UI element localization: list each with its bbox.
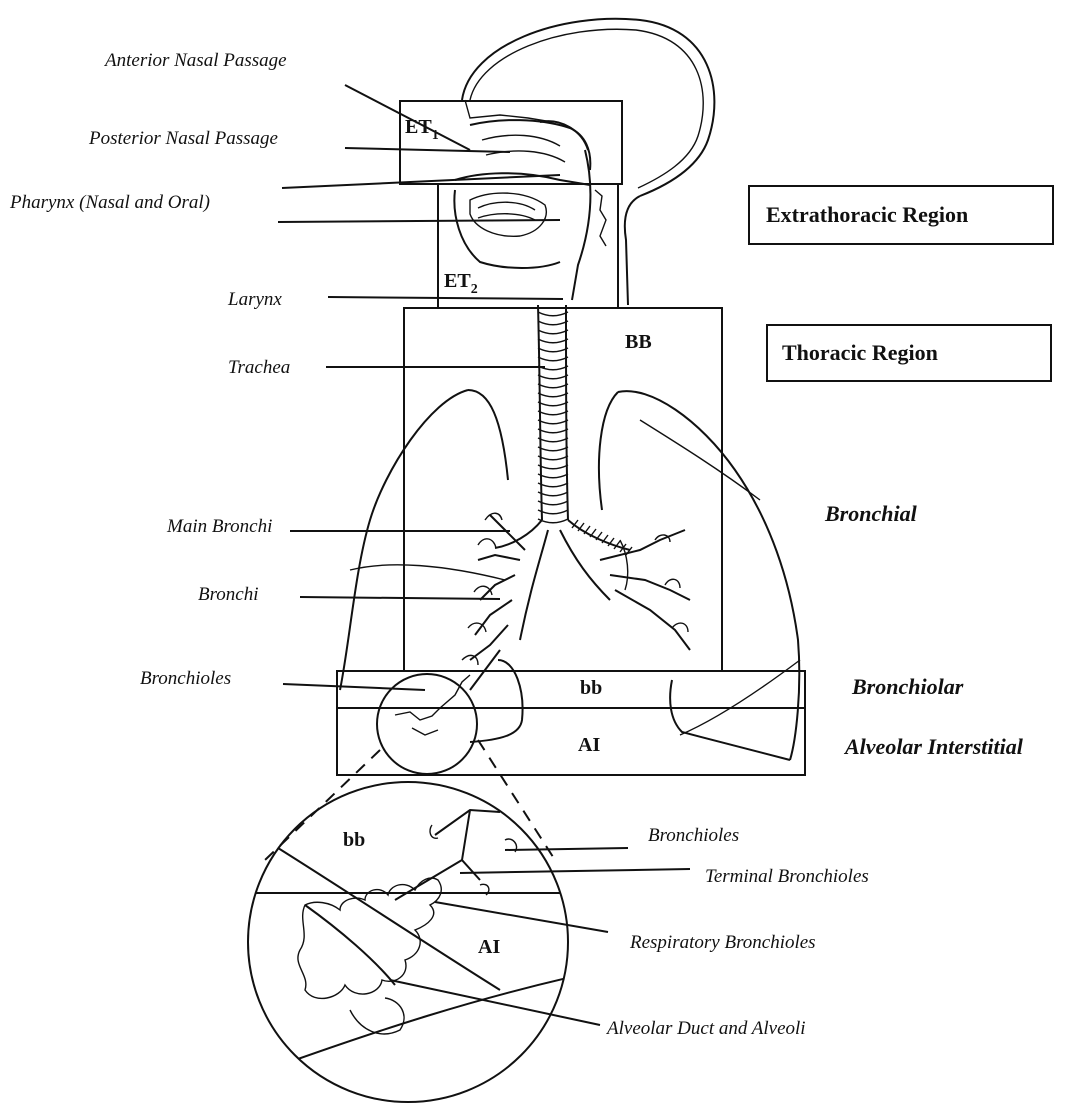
trachea-ring bbox=[538, 456, 568, 460]
label-trachea: Trachea bbox=[228, 357, 290, 378]
zone-bronchiolar: Bronchiolar bbox=[851, 674, 964, 699]
label-larynx: Larynx bbox=[227, 289, 282, 310]
inset-label-alveolar-duct: Alveolar Duct and Alveoli bbox=[605, 1018, 806, 1039]
label-bronchi: Bronchi bbox=[198, 584, 259, 605]
region-thoracic: Thoracic Region bbox=[782, 340, 938, 365]
lung-outlines bbox=[340, 390, 800, 760]
zone-alveolar-interstitial: Alveolar Interstitial bbox=[843, 734, 1024, 759]
trachea-ring bbox=[538, 465, 568, 469]
zone-bronchial: Bronchial bbox=[824, 501, 918, 526]
trachea-ring bbox=[538, 402, 568, 406]
zoom-line-right bbox=[478, 740, 555, 860]
inset-label-terminal-bronchioles: Terminal Bronchioles bbox=[705, 866, 869, 887]
inset-label-bronchioles: Bronchioles bbox=[648, 825, 739, 846]
trachea-rings bbox=[538, 312, 632, 555]
inset-circle bbox=[240, 782, 580, 1102]
ai-box bbox=[337, 708, 805, 775]
bronchial-tree bbox=[462, 513, 690, 690]
trachea-ring bbox=[538, 447, 568, 451]
code-ai: AI bbox=[578, 734, 600, 756]
trachea-ring bbox=[538, 312, 568, 316]
code-et1: ET1 bbox=[405, 116, 439, 143]
trachea-ring bbox=[538, 348, 568, 352]
label-pharynx: Pharynx (Nasal and Oral) bbox=[9, 192, 210, 213]
trachea-ring bbox=[538, 321, 568, 325]
trachea-ring bbox=[538, 429, 568, 433]
inset-code-ai: AI bbox=[478, 936, 500, 958]
trachea-ring bbox=[538, 384, 568, 388]
trachea-ring bbox=[538, 393, 568, 397]
zoom-indicator bbox=[265, 674, 555, 860]
trachea-ring bbox=[538, 438, 568, 442]
bb-box bbox=[404, 308, 722, 671]
code-bb-lower: bb bbox=[580, 677, 602, 699]
label-bronchioles: Bronchioles bbox=[140, 668, 231, 689]
trachea-ring bbox=[538, 330, 568, 334]
label-anterior-nasal-passage: Anterior Nasal Passage bbox=[103, 50, 287, 71]
label-main-bronchi: Main Bronchi bbox=[166, 516, 272, 537]
trachea-ring bbox=[538, 357, 568, 361]
trachea-ring bbox=[538, 474, 568, 478]
trachea-ring bbox=[538, 420, 568, 424]
trachea-ring bbox=[538, 339, 568, 343]
inset-code-bb: bb bbox=[343, 829, 365, 851]
label-posterior-nasal-passage: Posterior Nasal Passage bbox=[88, 128, 278, 149]
code-bb-upper: BB bbox=[625, 331, 652, 353]
trachea-ring bbox=[538, 483, 568, 487]
trachea-ring bbox=[538, 492, 568, 496]
trachea-ring bbox=[538, 411, 568, 415]
code-et2: ET2 bbox=[444, 270, 478, 297]
region-extrathoracic: Extrathoracic Region bbox=[766, 202, 968, 227]
trachea-ring bbox=[538, 375, 568, 379]
trachea-shape bbox=[495, 305, 632, 640]
nasal-oral-cavity bbox=[454, 120, 606, 300]
inset-label-respiratory-bronchioles: Respiratory Bronchioles bbox=[629, 932, 816, 953]
